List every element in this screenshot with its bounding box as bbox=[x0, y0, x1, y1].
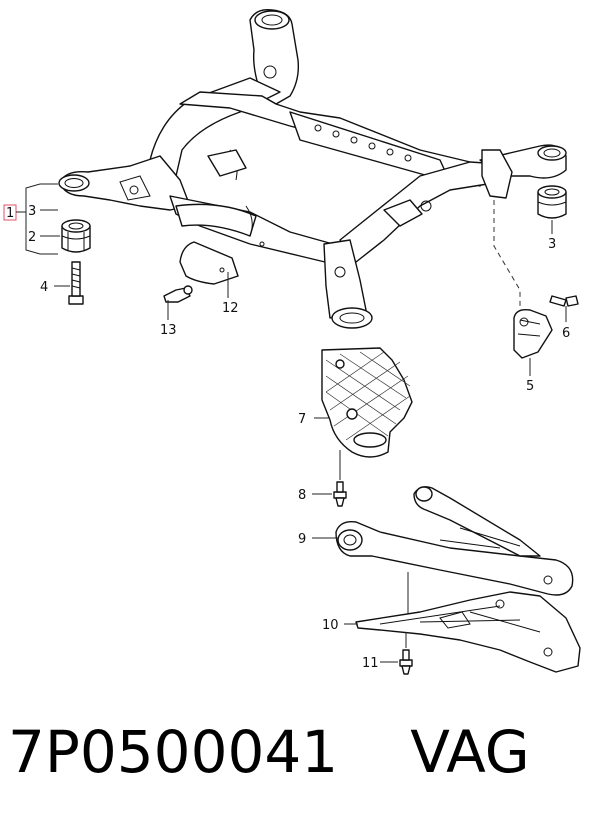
bushing-3-right bbox=[537, 185, 567, 219]
trailing-arm-9 bbox=[335, 486, 574, 596]
callout-1: 1 bbox=[6, 206, 14, 221]
clip-8 bbox=[333, 481, 347, 507]
underbody-panel-7 bbox=[321, 347, 413, 458]
subframe-assembly bbox=[58, 9, 567, 329]
bolt-6 bbox=[549, 295, 579, 307]
arm-cover-10 bbox=[355, 591, 581, 673]
exploded-parts-diagram: 1 3 2 4 13 12 3 6 5 7 8 9 10 11 bbox=[3, 9, 581, 675]
part-number: 7P0500041 bbox=[8, 718, 339, 786]
bracket-1 bbox=[3, 183, 58, 255]
bolt-13 bbox=[163, 285, 193, 303]
callout-7: 7 bbox=[298, 412, 306, 427]
bushing-2 bbox=[61, 219, 91, 253]
callout-12: 12 bbox=[222, 301, 239, 316]
callout-5: 5 bbox=[526, 379, 534, 394]
callout-3-left: 3 bbox=[28, 204, 36, 219]
callout-13: 13 bbox=[160, 323, 177, 338]
callout-11: 11 bbox=[362, 656, 379, 671]
assembly-dash bbox=[493, 200, 521, 312]
callout-10: 10 bbox=[322, 618, 339, 633]
bolt-4 bbox=[68, 261, 84, 305]
callout-9: 9 bbox=[298, 532, 306, 547]
bracket-5 bbox=[513, 308, 553, 359]
part-caption: 7P0500041 VAG bbox=[8, 718, 592, 802]
callout-8: 8 bbox=[298, 488, 306, 503]
callout-2: 2 bbox=[28, 230, 36, 245]
callout-6: 6 bbox=[562, 326, 570, 341]
callout-3-right: 3 bbox=[548, 237, 556, 252]
brand-name: VAG bbox=[410, 718, 530, 786]
clip-11 bbox=[399, 649, 413, 675]
beam-slots bbox=[314, 124, 412, 162]
callout-4: 4 bbox=[40, 280, 48, 295]
heat-shield-12 bbox=[179, 241, 239, 285]
